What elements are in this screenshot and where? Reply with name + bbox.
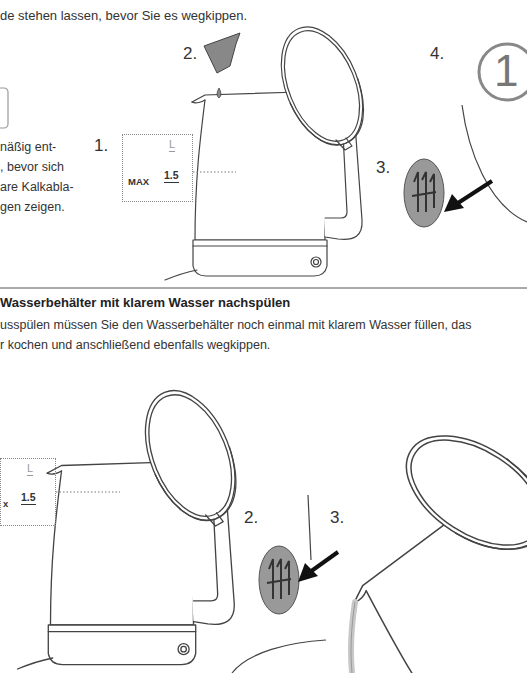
- divider: [0, 288, 527, 289]
- note-text: näßig ent-: [0, 140, 56, 154]
- step-number: 3.: [330, 508, 344, 528]
- chapter-number: 1: [494, 46, 518, 97]
- arrow: [310, 552, 338, 572]
- body-text: de stehen lassen, bevor Sie es wegkippen…: [0, 9, 247, 24]
- power-button: [404, 159, 444, 227]
- leader-line: [56, 492, 120, 493]
- drop: [217, 88, 221, 98]
- scale-value: 1.5: [21, 492, 36, 505]
- arrow: [458, 181, 492, 203]
- scale-value: 1.5: [164, 170, 179, 183]
- arrow-head: [444, 194, 464, 212]
- step-number: 2.: [183, 44, 197, 64]
- scale-label: MAX: [128, 177, 149, 188]
- step-number: 4.: [430, 44, 444, 64]
- kettle-base-detail: [308, 495, 311, 560]
- scale-unit: L: [27, 463, 33, 476]
- descaler-bottle: [204, 33, 240, 73]
- kettle: [18, 378, 253, 669]
- body-text: usspülen müssen Sie den Wasserbehälter n…: [0, 318, 472, 332]
- scale-label: x: [3, 499, 8, 510]
- water-stream: [351, 602, 355, 673]
- step-number: 1.: [94, 136, 108, 156]
- fill-scale-box: L MAX 1.5: [122, 134, 193, 202]
- power-button: [259, 546, 299, 614]
- note-text: gen zeigen.: [0, 200, 65, 214]
- note-text: , bevor sich: [0, 160, 64, 174]
- leader-line: [193, 172, 236, 173]
- kettle-pouring: [264, 379, 527, 673]
- section-heading: Wasserbehälter mit klarem Wasser nachspü…: [0, 296, 290, 311]
- fill-scale-box: Lx 1.5: [0, 458, 56, 526]
- body-text: r kochen und anschließend ebenfalls wegk…: [0, 338, 270, 352]
- arrow-head: [298, 563, 318, 582]
- note-text: are Kalkabla-: [0, 180, 74, 194]
- note-tab: [0, 88, 8, 128]
- kettle: [165, 15, 379, 280]
- kettle-base-detail: [462, 105, 527, 222]
- step-number: 3.: [376, 158, 390, 178]
- scale-unit: L: [169, 139, 175, 152]
- button-logo: [267, 559, 291, 599]
- step-number: 2.: [244, 508, 258, 528]
- chapter-badge: 1: [477, 42, 527, 102]
- water-stream: [351, 602, 355, 673]
- kettle-base-detail: [232, 640, 326, 673]
- button-logo: [412, 172, 436, 212]
